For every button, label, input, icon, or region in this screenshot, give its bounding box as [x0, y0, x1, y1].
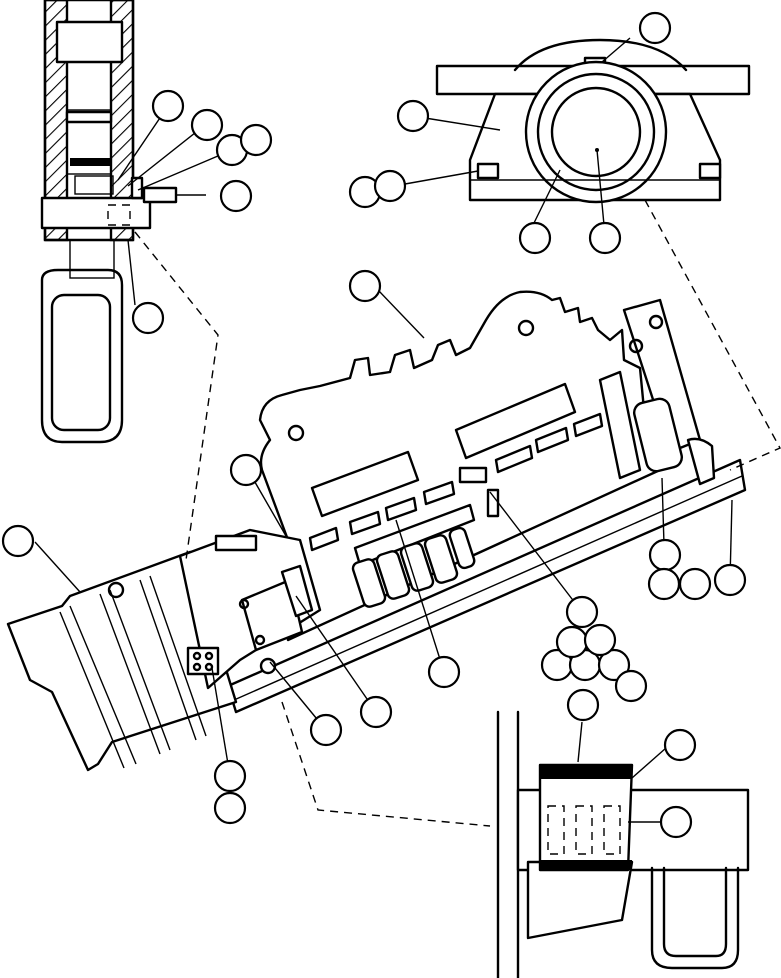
callout-c27 — [614, 669, 648, 703]
bearing-inner-race — [550, 86, 642, 178]
callout-c32 — [566, 688, 600, 722]
callout-c14 — [229, 453, 263, 487]
pivot-bracket — [458, 466, 488, 484]
base-bolt-right — [698, 162, 722, 180]
mount-plate — [240, 578, 304, 652]
callout-c30 — [213, 759, 247, 793]
bearing-seal — [70, 158, 110, 166]
callout-c34 — [659, 805, 693, 839]
bearing-lower-race — [66, 121, 112, 175]
drive-spring — [632, 397, 684, 473]
callout-c6 — [396, 99, 430, 133]
extension-line-left — [134, 231, 219, 561]
window-1 — [310, 450, 420, 518]
side-plate — [598, 370, 642, 480]
extension-line-bottom — [281, 701, 491, 827]
callout-c15 — [1, 524, 35, 558]
bearing-insert — [74, 175, 114, 195]
bearing-upper-race — [66, 61, 112, 111]
callout-c28 — [359, 695, 393, 729]
extension-line-right — [644, 199, 781, 471]
callout-c5 — [239, 123, 273, 157]
callout-c29 — [309, 713, 343, 747]
setscrew-head — [142, 186, 178, 204]
bolt-plate — [186, 646, 220, 676]
callout-c33 — [663, 728, 697, 762]
callout-c16 — [427, 655, 461, 689]
bearing-spacer — [65, 110, 113, 124]
tube-inner — [50, 293, 112, 432]
callout-c25 — [555, 625, 589, 659]
callout-c19 — [678, 567, 712, 601]
clamp-band-bottom — [540, 860, 632, 870]
callout-c12 — [131, 301, 165, 335]
clamp-base — [526, 860, 634, 940]
setscrew-hidden — [107, 204, 131, 226]
tube-outer — [40, 268, 124, 444]
callout-c3 — [190, 108, 224, 142]
view-hood-assembly — [6, 199, 781, 827]
shaft-section — [40, 196, 152, 230]
callout-c26 — [583, 623, 617, 657]
callout-c8 — [373, 169, 407, 203]
hood-hole-right — [517, 319, 535, 337]
callout-c1 — [638, 11, 672, 45]
reel-drum — [6, 550, 238, 772]
view-pillow-block-end — [404, 37, 751, 226]
bearing-outer-race — [536, 72, 656, 192]
callout-c2 — [151, 89, 185, 123]
callout-c24 — [597, 648, 631, 682]
window-2 — [454, 382, 577, 460]
callout-c21 — [565, 595, 599, 629]
callout-c20 — [713, 563, 747, 597]
callout-c10 — [518, 221, 552, 255]
knife-clamp-group — [351, 503, 476, 608]
base-bolt-left — [476, 162, 500, 180]
clamp-band-top — [540, 765, 632, 779]
u-bolt-inner — [662, 866, 728, 958]
callout-c17 — [648, 538, 682, 572]
housing-top-arc — [513, 38, 688, 72]
callout-c9 — [219, 179, 253, 213]
bearing-cap — [55, 20, 124, 64]
view-clamp-detail — [496, 710, 750, 978]
callout-bubbles — [1, 11, 747, 839]
hood-hole-left — [287, 424, 305, 442]
callout-c13 — [348, 269, 382, 303]
bearing-housing-circle — [524, 60, 668, 204]
view-pillow-block-section — [40, 0, 206, 444]
callout-c18 — [647, 567, 681, 601]
callout-c11 — [588, 221, 622, 255]
pivot-pin — [486, 488, 500, 518]
support-web — [69, 239, 115, 279]
callout-c31 — [213, 791, 247, 825]
u-bolt-outer — [650, 866, 740, 970]
u-bolt-right — [686, 437, 716, 486]
